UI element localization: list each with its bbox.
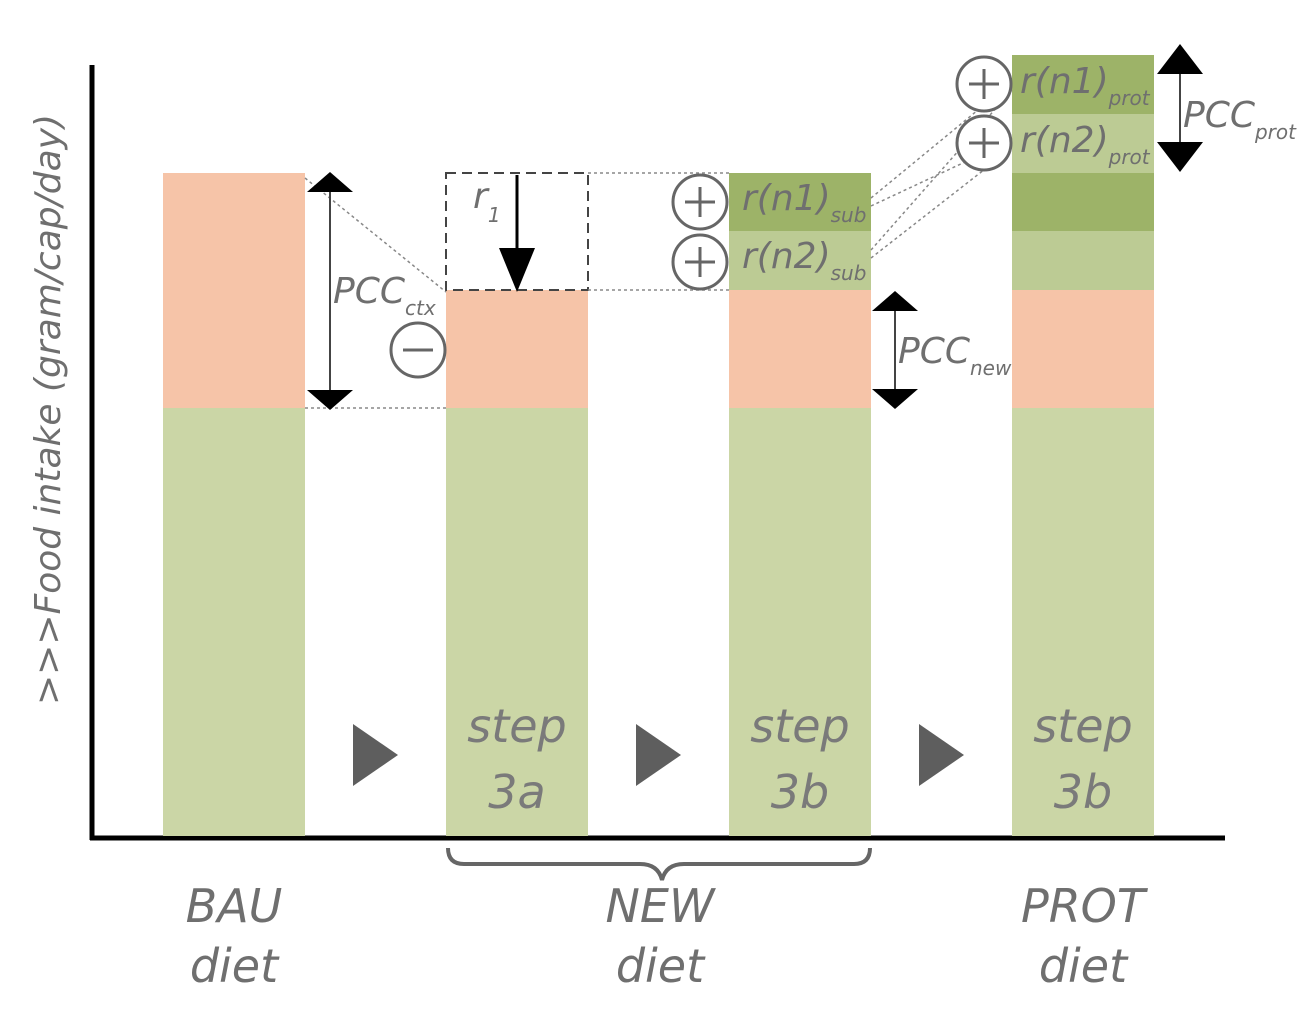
bau-label-line2: diet bbox=[190, 939, 280, 993]
r-n2-prot-label: r(n2)prot bbox=[1020, 120, 1151, 169]
bar-bau-base bbox=[163, 408, 305, 836]
r-n1-sub-label: r(n1)sub bbox=[742, 178, 866, 227]
step-prot-line1: step bbox=[1033, 699, 1133, 753]
r1-arrow bbox=[499, 175, 535, 292]
bar-bau-salmon bbox=[163, 173, 305, 408]
bar-prot-r-n2-sub bbox=[1012, 231, 1154, 290]
bar-prot-salmon bbox=[1012, 290, 1154, 408]
y-axis-label: >>>Food intake (gram/cap/day) bbox=[28, 114, 69, 705]
bar-prot-r-n2-prot bbox=[1012, 114, 1154, 173]
pcc-new-arrow bbox=[872, 291, 918, 409]
prot-label-line1: PROT bbox=[1021, 879, 1149, 933]
pcc-ctx-label: PCCctx bbox=[333, 271, 436, 320]
plus-icon-n2-prot bbox=[955, 114, 1013, 172]
new-diet-brace bbox=[446, 847, 872, 881]
bar-3a-base bbox=[446, 408, 588, 836]
play-icon-1 bbox=[353, 724, 398, 786]
bau-label-line1: BAU bbox=[186, 879, 283, 933]
pcc-prot-label: PCCprot bbox=[1183, 95, 1297, 144]
prot-label-line2: diet bbox=[1039, 939, 1129, 993]
step-3b-line2: 3b bbox=[771, 765, 829, 819]
pcc-ctx-arrow bbox=[307, 172, 353, 410]
bar-3b-salmon bbox=[729, 290, 871, 408]
step-3a-line1: step bbox=[467, 699, 567, 753]
bar-3a-salmon bbox=[446, 290, 588, 408]
minus-icon bbox=[389, 321, 447, 379]
pcc-new-label: PCCnew bbox=[898, 331, 1012, 380]
bar-prot bbox=[1012, 55, 1154, 836]
plus-icon-n1-sub bbox=[671, 173, 729, 231]
bar-step-3b bbox=[729, 173, 871, 836]
pcc-prot-arrow bbox=[1157, 44, 1203, 172]
plus-icon-n2-sub bbox=[671, 233, 729, 291]
bar-3b-r-n1-sub bbox=[729, 173, 871, 231]
r1-label: r1 bbox=[473, 176, 501, 227]
bar-bau bbox=[163, 173, 305, 836]
r-n2-sub-label: r(n2)sub bbox=[742, 236, 866, 285]
step-3b-line1: step bbox=[750, 699, 850, 753]
play-icon-3 bbox=[919, 724, 964, 786]
new-label-line2: diet bbox=[616, 939, 706, 993]
step-prot-line2: 3b bbox=[1054, 765, 1112, 819]
bar-3b-r-n2-sub bbox=[729, 231, 871, 290]
play-icon-2 bbox=[636, 724, 681, 786]
bar-prot-base bbox=[1012, 408, 1154, 836]
plus-icon-n1-prot bbox=[955, 55, 1013, 113]
bar-prot-r-n1-sub bbox=[1012, 173, 1154, 231]
r-n1-prot-label: r(n1)prot bbox=[1020, 61, 1151, 110]
step-3a-line2: 3a bbox=[488, 765, 545, 819]
bar-prot-r-n1-prot bbox=[1012, 55, 1154, 114]
bar-step-3a bbox=[445, 172, 589, 836]
bar-3b-base bbox=[729, 408, 871, 836]
new-label-line1: NEW bbox=[606, 879, 716, 933]
